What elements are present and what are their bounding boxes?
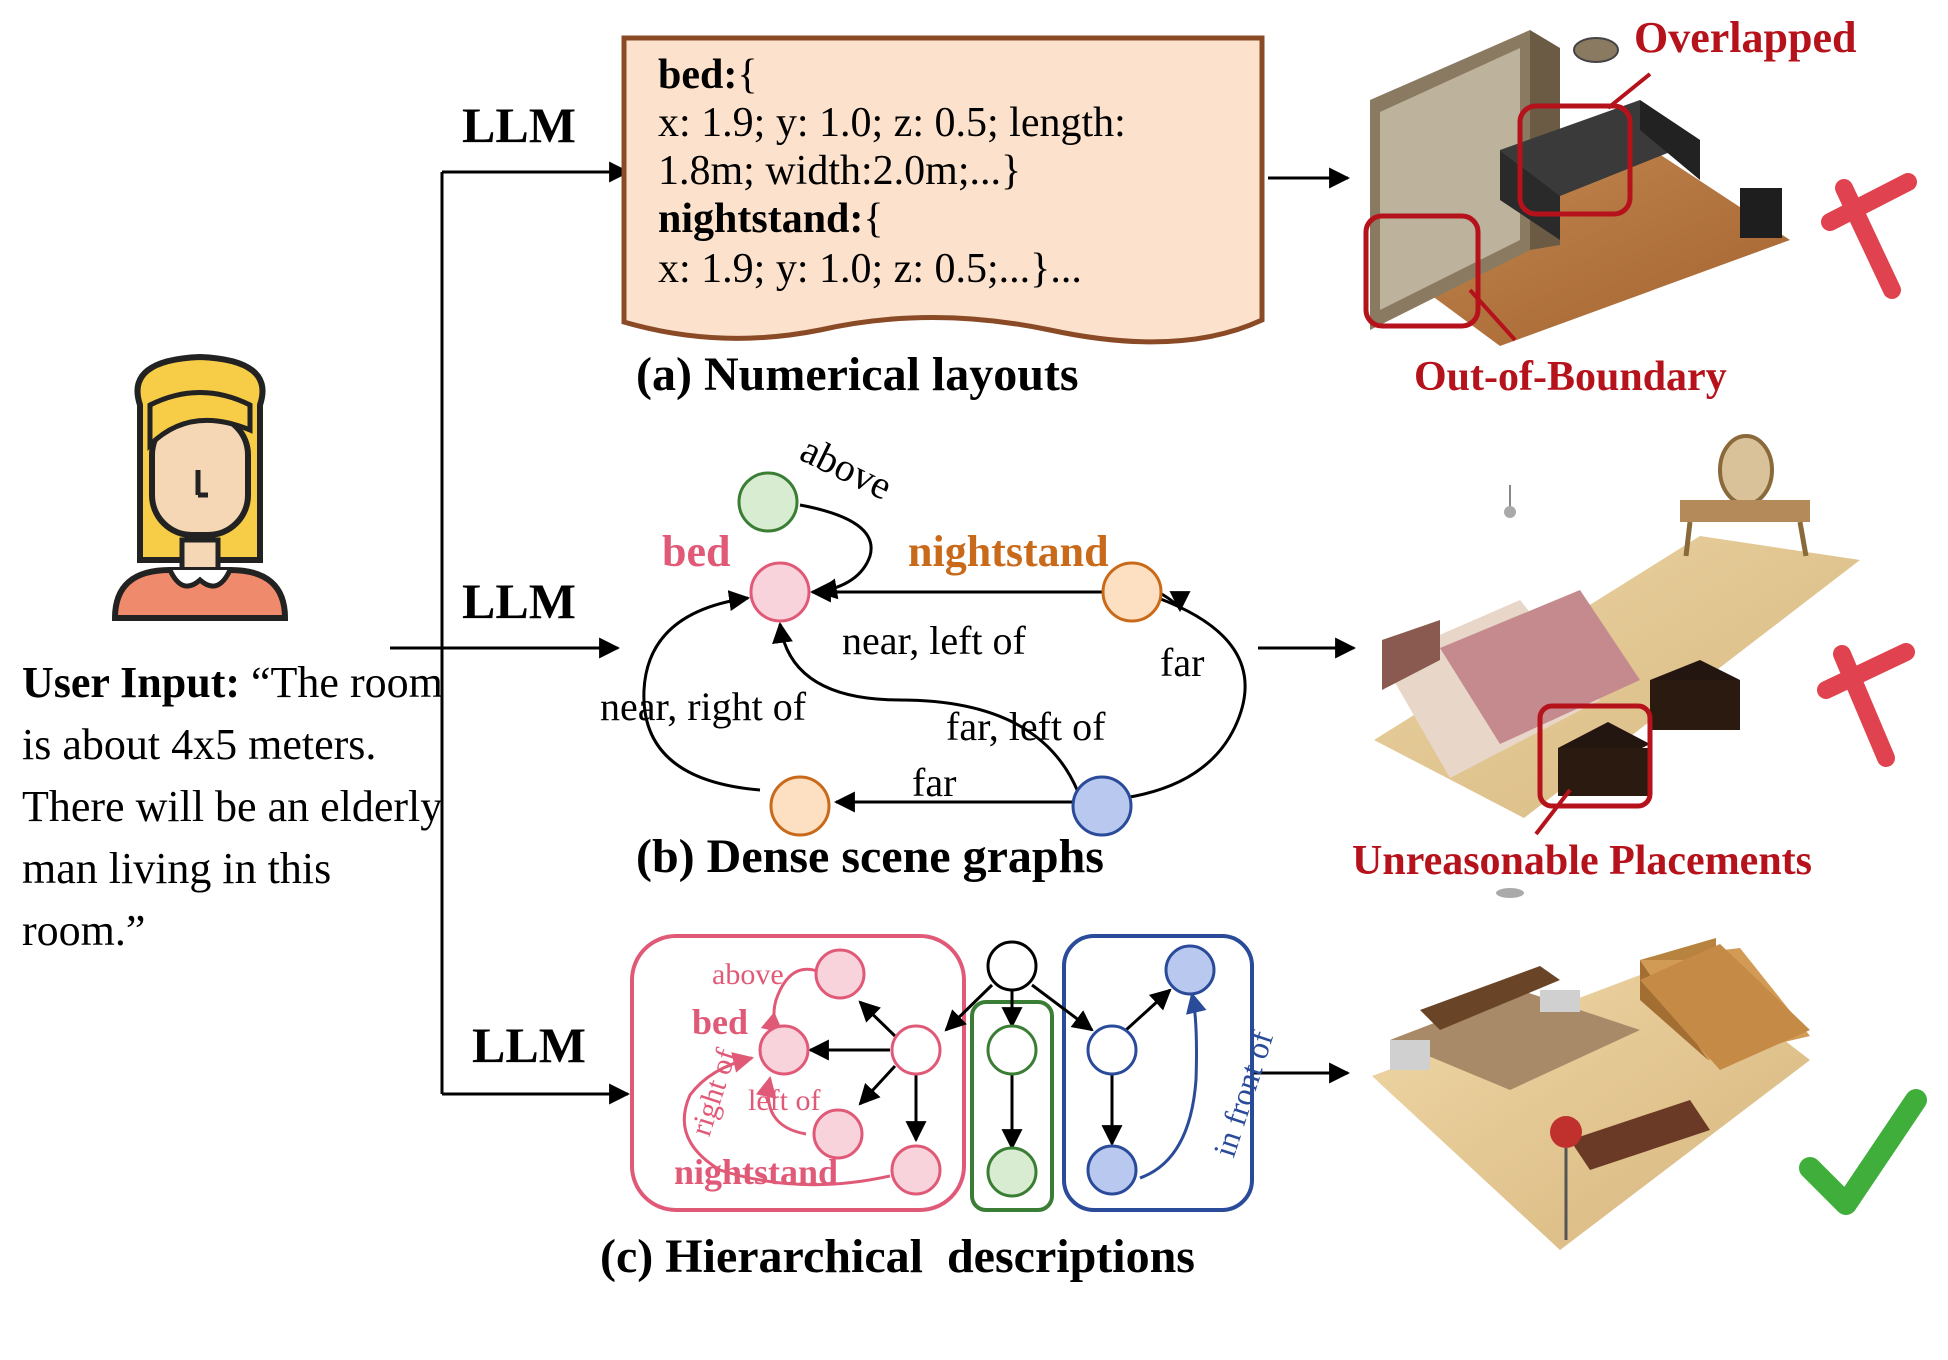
edge-label-far-bottom: far xyxy=(912,760,956,805)
issue-unreasonable-placements: Unreasonable Placements xyxy=(1352,838,1812,884)
node-c-blue-bottom xyxy=(1086,1144,1138,1196)
room-render-overlapped xyxy=(1363,30,1790,346)
issue-out-of-boundary: Out-of-Boundary xyxy=(1414,354,1727,400)
user-input-text: User Input: “The room is about 4x5 meter… xyxy=(22,652,462,962)
code-line-1: bed:{ xyxy=(658,52,758,98)
node-bed xyxy=(749,561,811,623)
edge-label-near-right: near, right of xyxy=(600,684,807,729)
scene-graph-edges xyxy=(642,503,1247,813)
flow-connectors xyxy=(390,161,1357,1105)
woman-avatar-icon xyxy=(111,353,289,621)
caption-a: (a) Numerical layouts xyxy=(636,348,1079,401)
caption-b: (b) Dense scene graphs xyxy=(636,830,1104,883)
in-front-of-arrow xyxy=(1139,991,1207,1180)
code-line-3: 1.8m; width:2.0m;...} xyxy=(658,148,1021,194)
hierarchy-edges xyxy=(807,983,1172,1151)
group-box-bed xyxy=(630,934,966,1212)
node-c-nightstand xyxy=(890,1144,942,1196)
code-line-2: x: 1.9; y: 1.0; z: 0.5; length: xyxy=(658,100,1126,146)
llm-label-middle: LLM xyxy=(462,573,576,629)
edge-label-above: above xyxy=(794,426,900,508)
user-input-quote: “The room is about 4x5 meters. There wil… xyxy=(22,658,443,955)
code-line-4: nightstand:{ xyxy=(658,196,884,242)
edge-label-far-right: far xyxy=(1160,640,1204,685)
label-c-nightstand: nightstand xyxy=(674,1152,838,1192)
node-nightstand-b xyxy=(769,775,831,837)
node-c-above xyxy=(814,948,866,1000)
caption-c: (c) Hierarchical descriptions xyxy=(600,1230,1195,1283)
code-line-5: x: 1.9; y: 1.0; z: 0.5;...}... xyxy=(658,246,1082,292)
edge-label-near-left: near, left of xyxy=(842,618,1027,663)
llm-label-top: LLM xyxy=(462,97,576,153)
numerical-layout-scroll xyxy=(621,35,1265,345)
hierarchy-pink-arrows xyxy=(682,967,891,1187)
label-bed-b: bed xyxy=(662,527,730,576)
node-c-left-of xyxy=(812,1108,864,1160)
node-green xyxy=(737,471,799,533)
label-c-left-of: left of xyxy=(748,1084,820,1117)
node-nightstand-a xyxy=(1101,561,1163,623)
room-render-correct xyxy=(1372,938,1810,1250)
label-c-in-front-of: in front of xyxy=(1206,1026,1280,1161)
cross-icon-b xyxy=(1817,643,1915,767)
llm-label-bottom: LLM xyxy=(472,1017,586,1073)
user-input-label: User Input: xyxy=(22,658,241,707)
node-c-top xyxy=(986,940,1038,992)
cross-icon-a xyxy=(1821,173,1917,299)
room-render-unreasonable xyxy=(1374,434,1860,898)
label-c-bed: bed xyxy=(692,1002,748,1042)
node-c-blue-mid xyxy=(1086,1024,1138,1076)
check-icon-c xyxy=(1799,1089,1927,1215)
node-c-center xyxy=(890,1024,942,1076)
label-nightstand-b: nightstand xyxy=(908,527,1109,576)
node-c-blue-top xyxy=(1164,944,1216,996)
group-box-blue xyxy=(1062,934,1254,1212)
node-blue xyxy=(1071,775,1133,837)
node-c-green-bottom xyxy=(986,1146,1038,1198)
node-c-bed xyxy=(758,1024,810,1076)
issue-overlapped: Overlapped xyxy=(1634,13,1856,62)
node-c-green-top xyxy=(986,1024,1038,1076)
label-c-above: above xyxy=(712,958,784,991)
edge-label-far-left: far, left of xyxy=(946,704,1106,749)
